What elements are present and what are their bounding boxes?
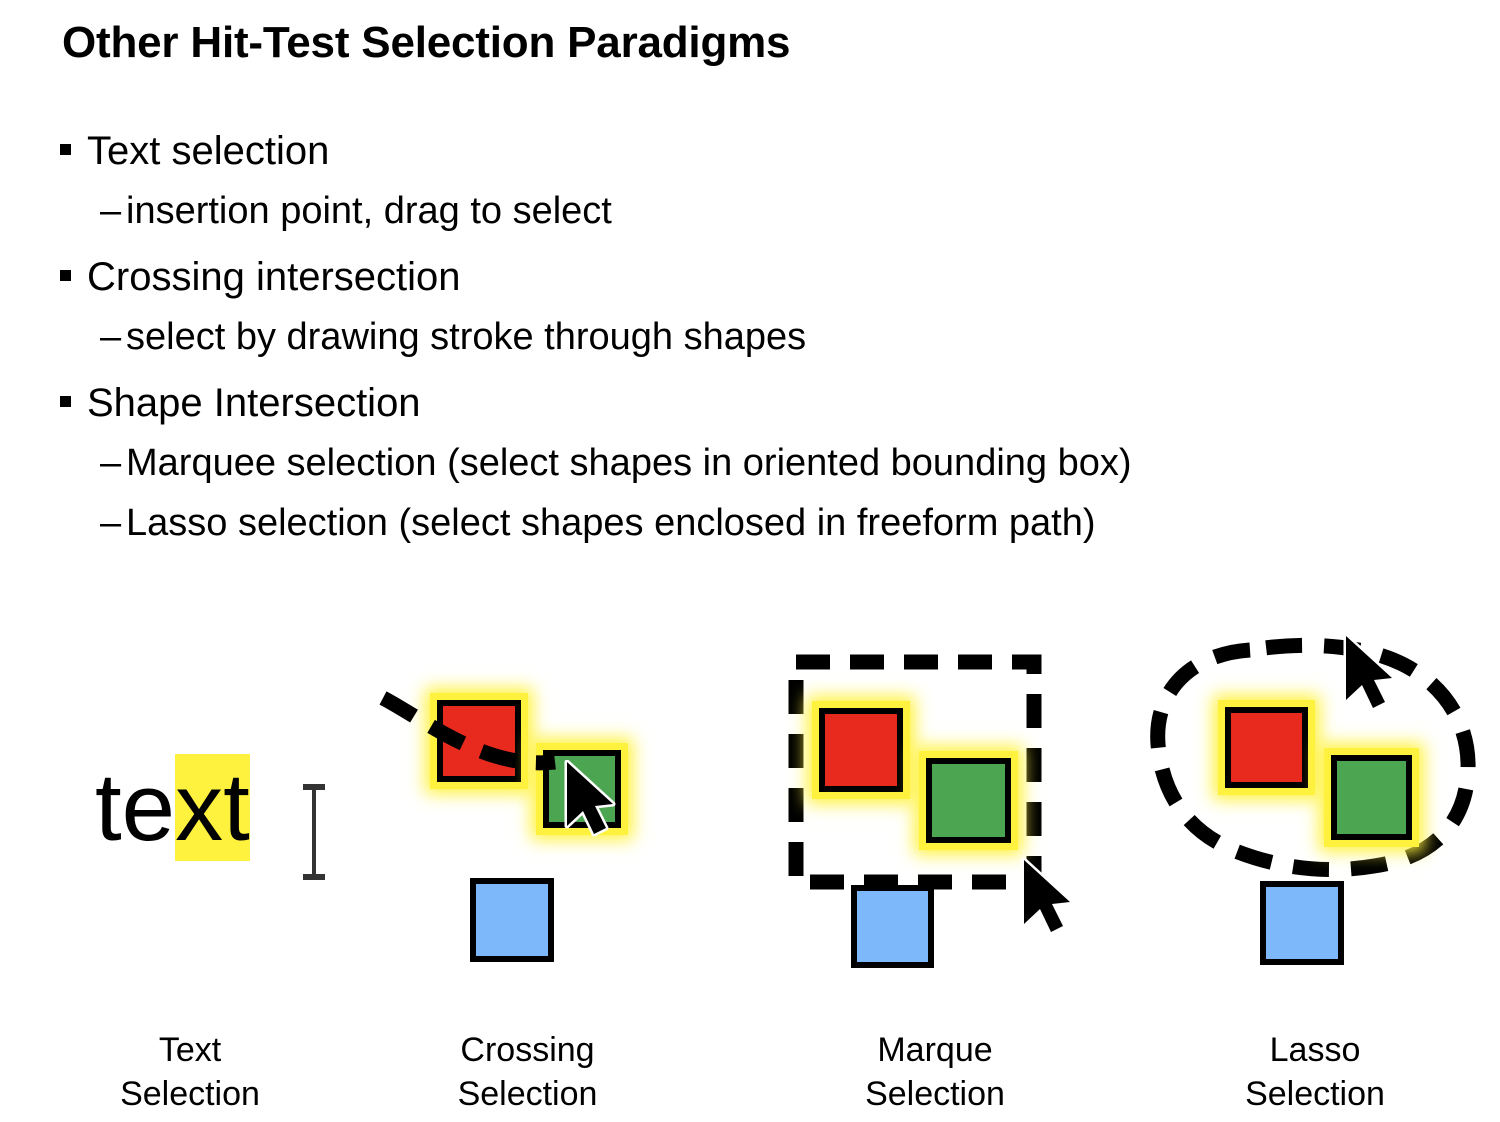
square-bullet-icon	[60, 396, 71, 407]
text-sample: text	[95, 754, 250, 861]
figure-caption: Crossing Selection	[457, 1031, 598, 1113]
bullet-item: – insertion point, drag to select	[60, 182, 1460, 240]
bullet-item: Crossing intersection	[60, 248, 1460, 306]
text-sample-unselected: te	[95, 754, 176, 861]
dash-bullet-icon: –	[100, 316, 122, 358]
dash-bullet-icon: –	[100, 190, 122, 232]
blue-square[interactable]	[851, 885, 934, 968]
figure-row: text Text Selection Crossing Selection	[0, 620, 1500, 1122]
bullet-item: Text selection	[60, 122, 1460, 180]
red-square[interactable]	[437, 700, 521, 782]
dash-bullet-icon: –	[100, 502, 122, 544]
arrow-cursor	[1021, 858, 1073, 935]
text-sample-selected: xt	[175, 754, 250, 861]
green-square[interactable]	[926, 758, 1011, 843]
bullet-label: Crossing intersection	[87, 255, 461, 299]
figure-text-selection: text Text Selection	[20, 620, 360, 1122]
figure-caption: Text Selection	[120, 1031, 260, 1113]
blue-square[interactable]	[1260, 881, 1344, 965]
figure-caption: Marque Selection	[865, 1031, 1005, 1113]
bullet-label: select by drawing stroke through shapes	[126, 316, 807, 358]
square-bullet-icon	[60, 144, 71, 155]
dashed-lasso-loop	[1150, 637, 1476, 877]
bullet-label: Shape Intersection	[87, 381, 421, 425]
bullet-item: – Lasso selection (select shapes enclose…	[60, 494, 1460, 552]
square-bullet-icon	[60, 270, 71, 281]
bullet-label: insertion point, drag to select	[126, 190, 612, 232]
i-beam-cursor	[303, 784, 325, 880]
arrow-cursor	[564, 760, 616, 837]
page-title: Other Hit-Test Selection Paradigms	[62, 18, 791, 67]
arrow-cursor	[1343, 634, 1395, 711]
figure-marque-selection: Marque Selection	[760, 620, 1110, 1122]
bullet-label: Lasso selection (select shapes enclosed …	[126, 502, 1096, 544]
bullet-item: – select by drawing stroke through shape…	[60, 308, 1460, 366]
bullet-label: Marquee selection (select shapes in orie…	[126, 442, 1132, 484]
bullet-item: – Marquee selection (select shapes in or…	[60, 434, 1460, 492]
bullet-label: Text selection	[87, 129, 330, 173]
bullet-item: Shape Intersection	[60, 374, 1460, 432]
figure-lasso-selection: Lasso Selection	[1130, 620, 1500, 1122]
figure-caption: Lasso Selection	[1245, 1031, 1385, 1113]
figure-crossing-selection: Crossing Selection	[355, 620, 700, 1122]
bullet-list: Text selection – insertion point, drag t…	[60, 122, 1460, 552]
green-square[interactable]	[1331, 755, 1412, 840]
red-square[interactable]	[1225, 707, 1308, 788]
dash-bullet-icon: –	[100, 442, 122, 484]
red-square[interactable]	[819, 708, 903, 792]
blue-square[interactable]	[470, 878, 554, 962]
